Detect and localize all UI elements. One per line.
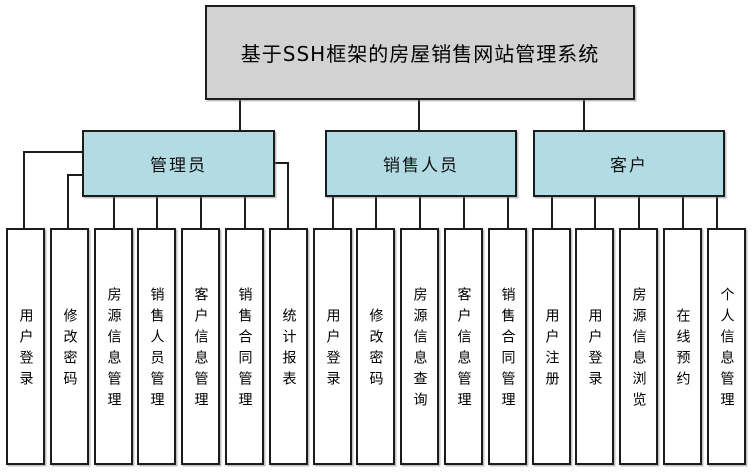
node-label: 个人信息管理: [718, 287, 735, 413]
node-customer-house-info-browse: 房源信息浏览: [619, 228, 658, 465]
node-label: 客户信息管理: [192, 287, 209, 413]
node-admin-sales-contract-mgmt: 销售合同管理: [225, 228, 264, 465]
node-admin-change-password: 修改密码: [50, 228, 89, 465]
node-label: 修改密码: [367, 308, 384, 392]
node-label: 销售合同管理: [499, 287, 516, 413]
node-label: 房源信息查询: [411, 287, 428, 413]
node-admin-statistics-report: 统计报表: [269, 228, 308, 465]
node-customer-user-login: 用户登录: [575, 228, 614, 465]
node-label: 修改密码: [61, 308, 78, 392]
node-label: 房源信息管理: [105, 287, 122, 413]
node-sales-change-password: 修改密码: [356, 228, 395, 465]
node-admin-sales-staff-mgmt: 销售人员管理: [137, 228, 176, 465]
node-label: 在线预约: [674, 308, 691, 392]
system-title-box: 基于SSH框架的房屋销售网站管理系统: [205, 5, 635, 100]
group-box-customer: 客户: [533, 130, 725, 197]
node-label: 销售人员管理: [148, 287, 165, 413]
system-title: 基于SSH框架的房屋销售网站管理系统: [240, 42, 600, 66]
node-sales-customer-info-mgmt: 客户信息管理: [444, 228, 483, 465]
node-label: 用户注册: [543, 308, 560, 392]
node-customer-online-booking: 在线预约: [663, 228, 702, 465]
node-sales-user-login: 用户登录: [313, 228, 352, 465]
node-customer-personal-info-mgmt: 个人信息管理: [707, 228, 746, 465]
node-label: 用户登录: [17, 308, 34, 392]
node-sales-house-info-query: 房源信息查询: [400, 228, 439, 465]
node-sales-contract-mgmt: 销售合同管理: [488, 228, 527, 465]
group-box-sales: 销售人员: [325, 130, 517, 197]
node-admin-house-info-mgmt: 房源信息管理: [94, 228, 133, 465]
node-label: 客户信息管理: [455, 287, 472, 413]
node-label: 统计报表: [280, 308, 297, 392]
group-label-sales: 销售人员: [383, 156, 459, 176]
node-admin-user-login: 用户登录: [6, 228, 45, 465]
node-label: 用户登录: [586, 308, 603, 392]
node-label: 用户登录: [324, 308, 341, 392]
group-box-admin: 管理员: [82, 130, 275, 197]
group-label-customer: 客户: [610, 156, 648, 176]
group-label-admin: 管理员: [150, 156, 207, 176]
node-label: 销售合同管理: [236, 287, 253, 413]
node-label: 房源信息浏览: [630, 287, 647, 413]
node-admin-customer-info-mgmt: 客户信息管理: [181, 228, 220, 465]
node-customer-user-register: 用户注册: [532, 228, 571, 465]
